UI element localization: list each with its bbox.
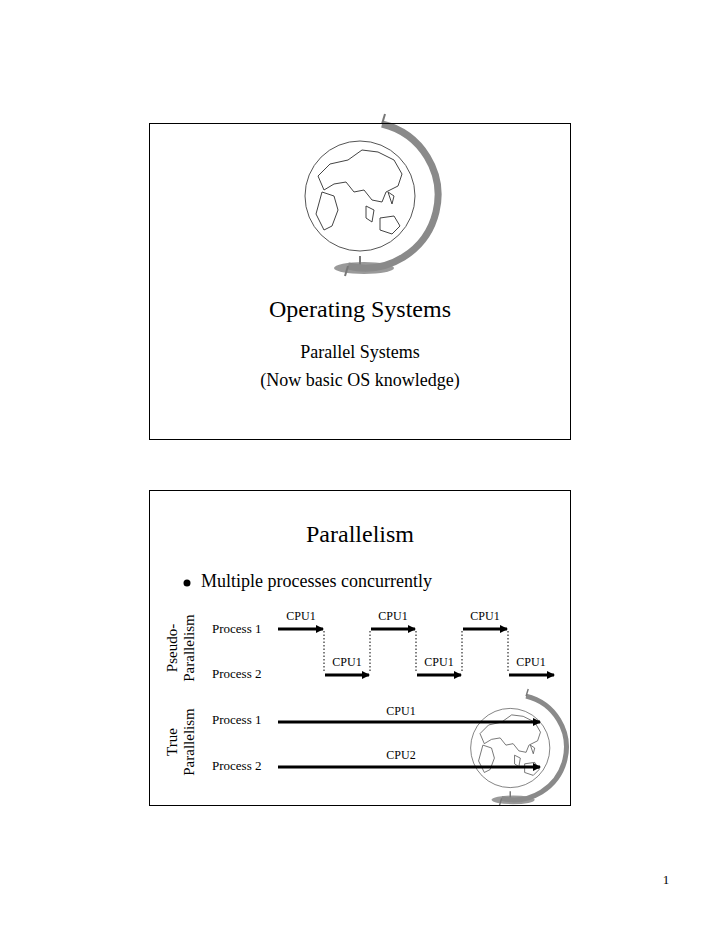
slide-text: Multiple processes concurrently <box>201 571 432 592</box>
globe-icon <box>471 689 567 806</box>
axis-label: Pseudo- Parallelism <box>164 603 197 693</box>
cpu-label: CPU1 <box>470 610 499 623</box>
cpu-label: CPU1 <box>286 610 315 623</box>
slide-frame: Operating SystemsParallel Systems (Now ba… <box>149 123 571 440</box>
cpu-label: CPU1 <box>424 656 453 669</box>
slide-text: (Now basic OS knowledge) <box>150 370 570 391</box>
slide-title: Parallelism <box>150 521 570 549</box>
process-label: Process 1 <box>212 713 261 727</box>
process-label: Process 2 <box>212 667 261 681</box>
cpu-label: CPU1 <box>516 656 545 669</box>
process-label: Process 1 <box>212 622 261 636</box>
cpu-label: CPU1 <box>332 656 361 669</box>
page-number: 1 <box>663 873 670 887</box>
slide-title: Operating Systems <box>150 296 570 324</box>
process-label: Process 2 <box>212 759 261 773</box>
cpu-arrows <box>278 629 554 767</box>
axis-label: True Parallelism <box>164 697 197 787</box>
bullet <box>184 580 191 587</box>
globe-icon <box>305 114 438 276</box>
cpu-label: CPU1 <box>378 610 407 623</box>
slide-text: Parallel Systems <box>150 342 570 363</box>
cpu-label: CPU2 <box>386 749 415 762</box>
switch-lines <box>324 631 508 673</box>
cpu-label: CPU1 <box>386 705 415 718</box>
